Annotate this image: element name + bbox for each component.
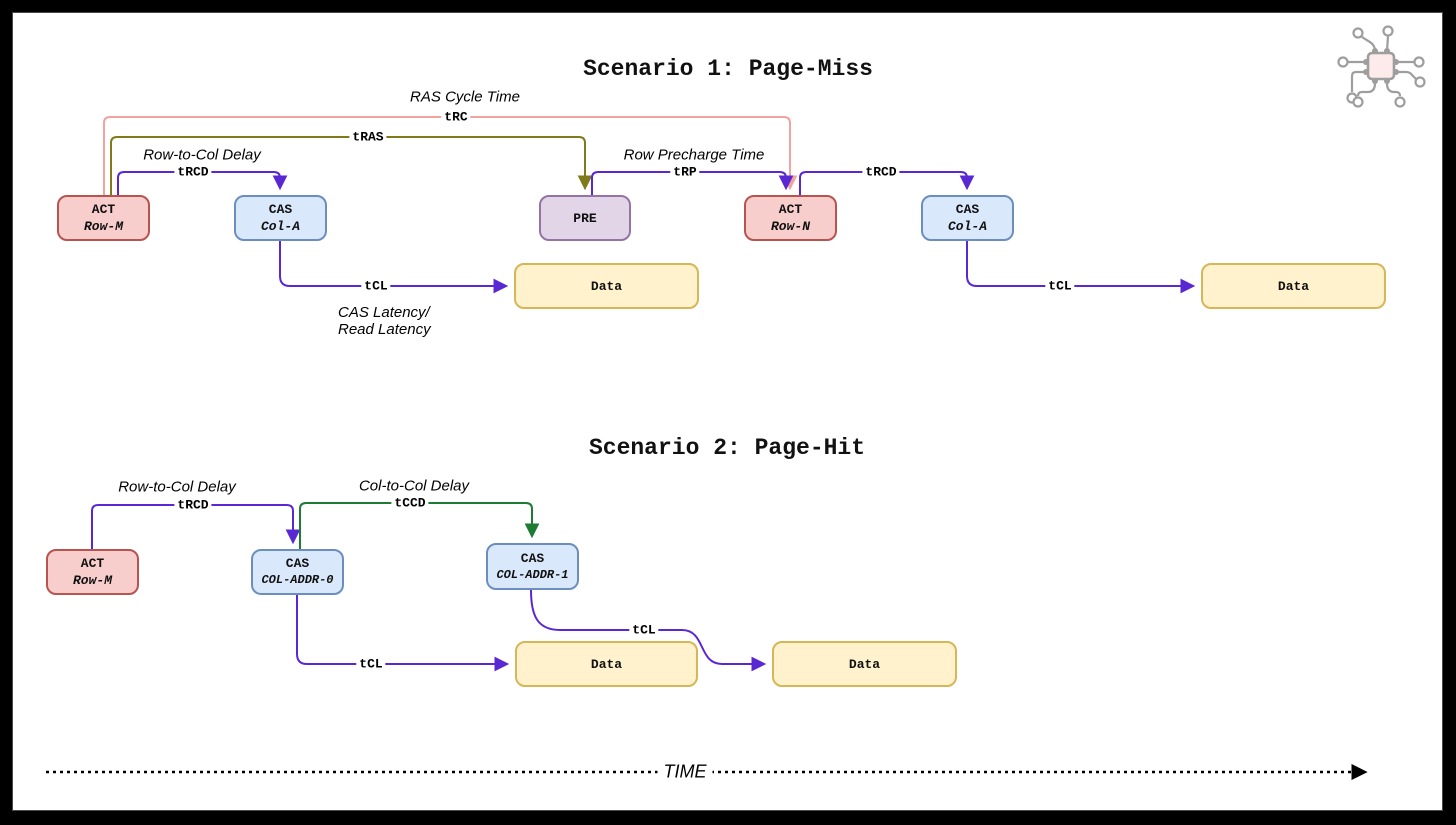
box-label: ACT <box>80 556 105 571</box>
s1-trcd1-label: tRCD <box>174 164 212 180</box>
s2-trcd-label: tRCD <box>174 497 212 513</box>
s2-tcl2-label: tCL <box>629 622 659 638</box>
s1-trcd2-label: tRCD <box>862 164 900 180</box>
s2-data2-box: Data <box>772 641 957 687</box>
s1-ras-cycle-time-label: RAS Cycle Time <box>410 88 520 106</box>
box-label: Data <box>848 656 881 672</box>
box-sublabel: COL-ADDR-0 <box>261 573 334 587</box>
box-label: ACT <box>778 202 803 217</box>
chip-circuit-icon <box>1337 25 1426 108</box>
s2-tccd-label: tCCD <box>391 495 429 511</box>
box-label: Data <box>590 656 623 672</box>
s1-row-precharge-time-label: Row Precharge Time <box>623 146 765 164</box>
edge-s2-tcl-2 <box>530 589 767 672</box>
s1-data1-box: Data <box>514 263 699 309</box>
edge-s2-tcl-1 <box>296 595 510 672</box>
box-label: Data <box>590 278 623 294</box>
s1-tcl1-label: tCL <box>361 278 391 294</box>
s1-trc-label: tRC <box>441 109 471 125</box>
s2-data1-box: Data <box>515 641 698 687</box>
s1-row-to-col-delay-label: Row-to-Col Delay <box>143 146 261 164</box>
box-label: ACT <box>91 202 116 217</box>
s2-cas-col-addr0-box: CAS COL-ADDR-0 <box>251 549 344 595</box>
s1-act-row-m-box: ACT Row-M <box>57 195 150 241</box>
box-sublabel: Col-A <box>947 219 987 234</box>
s2-tcl1-label: tCL <box>356 656 386 672</box>
box-label: CAS <box>955 202 980 217</box>
edge-tcl-2 <box>966 241 1196 294</box>
s2-act-row-m-box: ACT Row-M <box>46 549 139 595</box>
s1-cas-col-a2-box: CAS Col-A <box>921 195 1014 241</box>
s1-data2-box: Data <box>1201 263 1386 309</box>
s1-tras-label: tRAS <box>349 129 387 145</box>
timeline-label: TIME <box>657 761 713 783</box>
s1-act-row-n-box: ACT Row-N <box>744 195 837 241</box>
box-sublabel: Row-N <box>770 219 810 234</box>
s2-cas-col-addr1-box: CAS COL-ADDR-1 <box>486 543 579 590</box>
diagram-canvas <box>12 12 1443 811</box>
s2-row-to-col-delay-label: Row-to-Col Delay <box>118 478 236 496</box>
s1-tcl2-label: tCL <box>1045 278 1075 294</box>
s1-pre-box: PRE <box>539 195 631 241</box>
edge-tras <box>110 136 593 195</box>
box-label: PRE <box>573 210 597 226</box>
box-sublabel: Col-A <box>260 219 300 234</box>
box-label: CAS <box>285 556 310 571</box>
note-line: CAS Latency/ <box>338 304 430 321</box>
s1-cas-latency-note: CAS Latency/ Read Latency <box>338 304 431 338</box>
scenario2-title: Scenario 2: Page-Hit <box>588 435 866 461</box>
edge-tcl-1 <box>279 241 509 294</box>
box-sublabel: Row-M <box>83 219 123 234</box>
s2-col-to-col-delay-label: Col-to-Col Delay <box>358 477 470 495</box>
scenario1-title: Scenario 1: Page-Miss <box>583 56 873 82</box>
note-line: Read Latency <box>338 321 431 338</box>
box-label: Data <box>1277 278 1310 294</box>
box-label: CAS <box>520 550 545 566</box>
box-label: CAS <box>268 202 293 217</box>
box-sublabel: COL-ADDR-1 <box>496 567 569 582</box>
s1-trp-label: tRP <box>670 164 700 180</box>
box-sublabel: Row-M <box>72 573 112 588</box>
s1-cas-col-a1-box: CAS Col-A <box>234 195 327 241</box>
